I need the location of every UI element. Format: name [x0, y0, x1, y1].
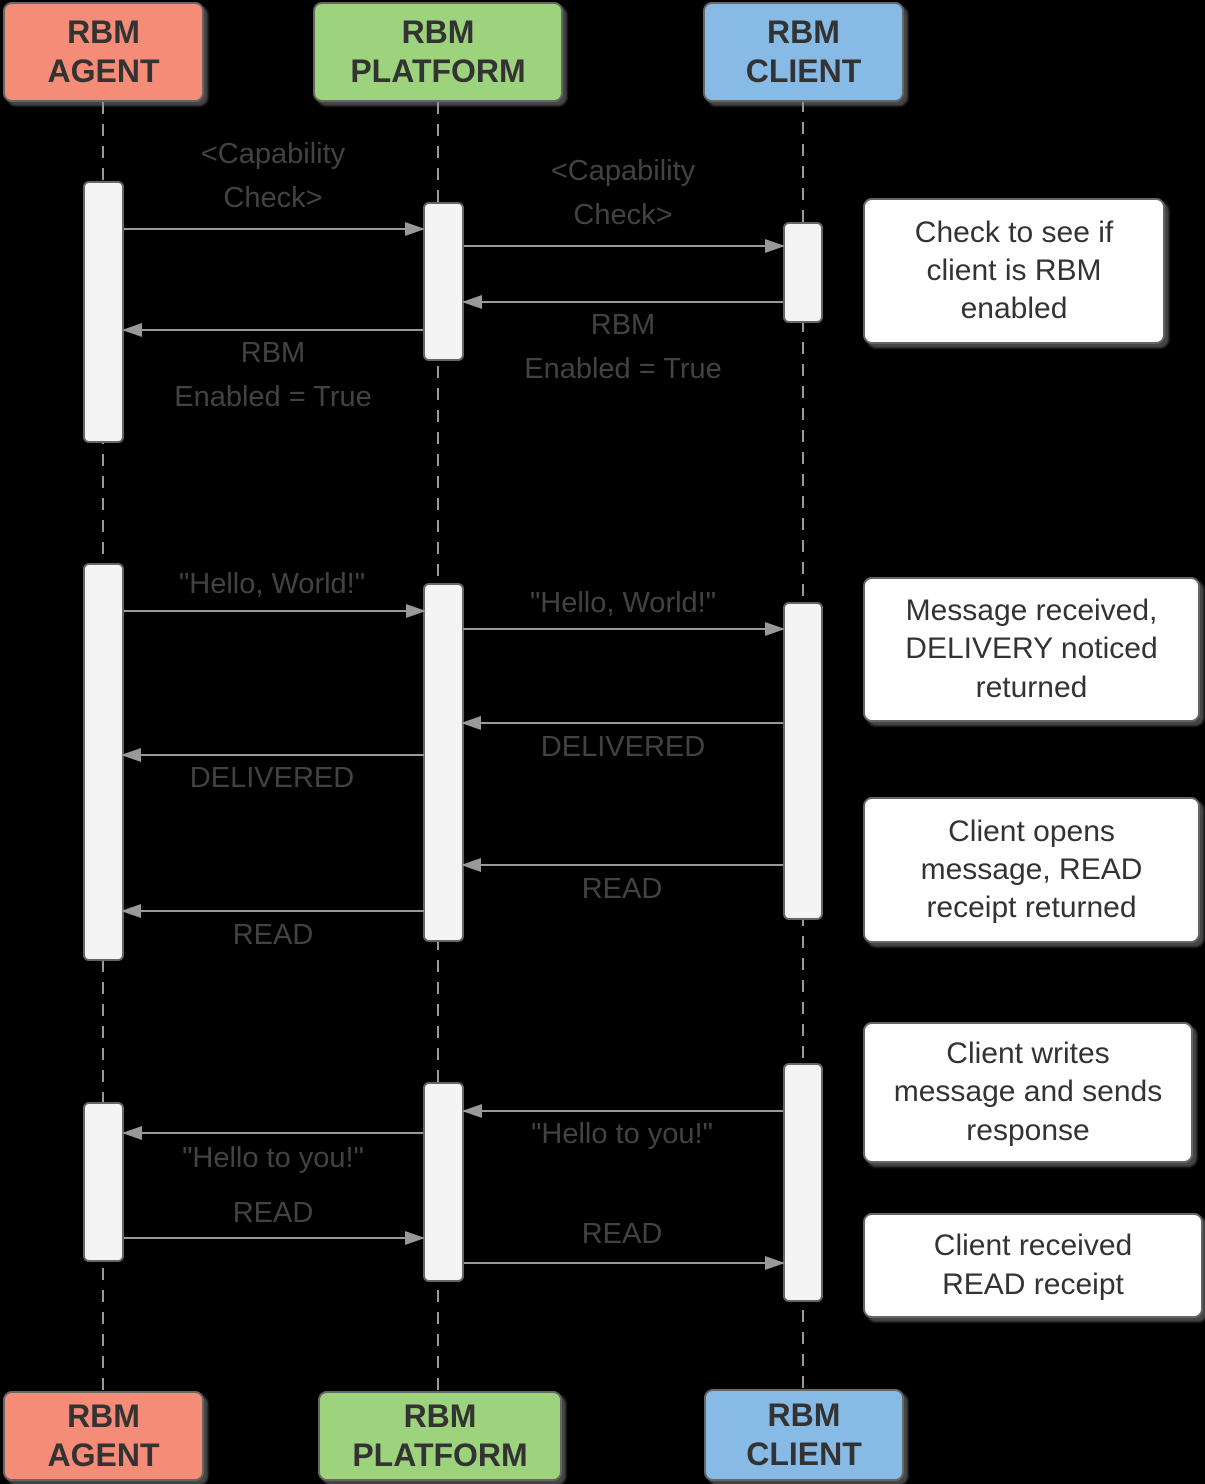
note-message-received: Message received, DELIVERY noticed retur… [863, 577, 1200, 722]
note-client-opens: Client opens message, READ receipt retur… [863, 797, 1200, 943]
actor-client-bottom: RBM CLIENT [704, 1389, 904, 1481]
message-label-read-response-2: READ [581, 1218, 663, 1250]
note-client-writes: Client writes message and sends response [863, 1022, 1193, 1163]
message-arrow-rbm-enabled-2 [122, 323, 423, 337]
activation-client-3 [783, 1063, 823, 1302]
activation-client-2 [783, 602, 823, 920]
message-arrow-capability-check-1 [124, 222, 425, 236]
note-check-enabled: Check to see if client is RBM enabled [863, 198, 1165, 344]
message-arrow-capability-check-2 [464, 239, 785, 253]
message-label-rbm-enabled-1: RBM Enabled = True [524, 309, 722, 385]
message-arrow-read-response-1 [124, 1231, 425, 1245]
actor-platform-top: RBM PLATFORM [313, 2, 563, 102]
message-arrow-hello-world-1 [124, 604, 426, 618]
actor-client-top: RBM CLIENT [703, 2, 904, 102]
message-arrow-hello-world-2 [463, 622, 785, 636]
message-label-capability-check-1: <Capability Check> [200, 138, 346, 214]
actor-agent-top: RBM AGENT [3, 2, 204, 102]
note-client-received: Client received READ receipt [863, 1213, 1203, 1318]
message-label-hello-to-you-1: "Hello to you!" [531, 1118, 713, 1150]
message-arrow-read-response-2 [464, 1256, 785, 1270]
message-label-read-response-1: READ [232, 1197, 314, 1229]
message-label-read-1: READ [581, 873, 663, 905]
activation-agent-2 [83, 563, 124, 961]
message-arrow-hello-to-you-2 [122, 1126, 423, 1140]
message-label-rbm-enabled-2: RBM Enabled = True [174, 337, 372, 413]
message-arrow-hello-to-you-1 [462, 1104, 783, 1118]
actor-platform-bottom: RBM PLATFORM [318, 1391, 562, 1481]
activation-agent-1 [83, 181, 124, 443]
activation-platform-3 [423, 1082, 464, 1282]
message-arrow-read-1 [461, 858, 783, 872]
actor-agent-bottom: RBM AGENT [3, 1391, 204, 1481]
message-label-delivered-1: DELIVERED [540, 731, 706, 763]
message-label-hello-world-2: "Hello, World!" [529, 587, 717, 619]
message-arrow-delivered-1 [461, 716, 783, 730]
message-label-delivered-2: DELIVERED [189, 762, 355, 794]
activation-agent-3 [83, 1102, 124, 1262]
activation-platform-2 [423, 583, 464, 942]
message-arrow-rbm-enabled-1 [462, 295, 783, 309]
activation-platform-1 [423, 202, 464, 361]
message-label-hello-world-1: "Hello, World!" [178, 568, 366, 600]
message-arrow-delivered-2 [121, 748, 424, 762]
activation-client-1 [783, 222, 823, 323]
message-label-read-2: READ [232, 919, 314, 951]
message-label-capability-check-2: <Capability Check> [550, 155, 696, 231]
message-arrow-read-2 [121, 904, 424, 918]
message-label-hello-to-you-2: "Hello to you!" [182, 1142, 364, 1174]
